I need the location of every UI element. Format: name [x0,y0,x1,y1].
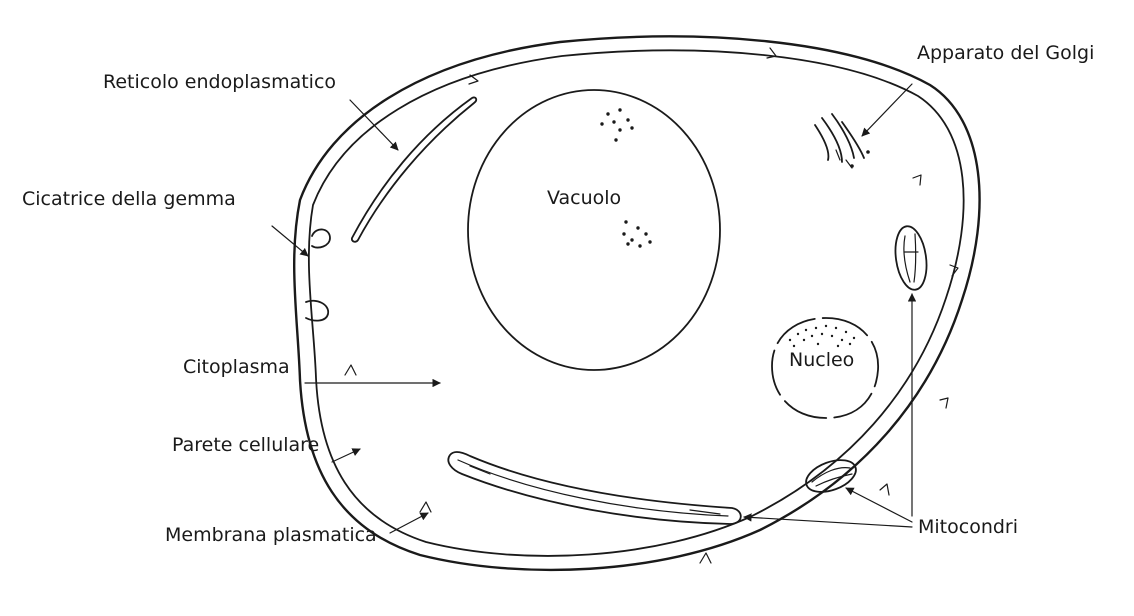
label-citoplasma: Citoplasma [183,356,290,378]
mitochondrion-small [805,459,857,493]
label-apparato-del-golgi: Apparato del Golgi [917,42,1094,64]
golgi-apparatus [814,113,870,169]
mitocondri-pointer-small [845,487,913,523]
golgi-pointer [861,83,913,137]
nucleolus-stipple [788,324,856,348]
label-cicatrice-della-gemma: Cicatrice della gemma [22,188,236,210]
membrana-pointer [389,512,429,534]
wall-notch [699,552,712,564]
parete-pointer [331,448,361,463]
wall-notch [766,47,777,59]
label-membrana-plasmatica: Membrana plasmatica [165,524,377,546]
wall-notch [949,264,959,277]
wall-notch [468,74,479,85]
wall-notch [939,397,949,409]
vacuole-granules [600,108,652,248]
wall-notch [419,501,432,513]
nucleus [771,317,879,419]
cell-wall-outer [292,35,981,572]
mitocondri-pointer-large [743,513,913,528]
bud-scar [311,228,331,249]
label-reticolo-endoplasmatico: Reticolo endoplasmatico [103,71,336,93]
label-parete-cellulare: Parete cellulare [172,434,319,456]
bud-scar [305,299,329,322]
label-nucleo: Nucleo [789,349,854,371]
gemma-pointer [271,225,309,257]
wall-notch [879,483,890,496]
vacuole [467,89,721,371]
label-mitocondri: Mitocondri [918,516,1018,538]
mitochondrion-large [447,451,742,525]
mitochondrion-top [894,225,928,291]
label-vacuolo: Vacuolo [547,187,621,209]
wall-notch [912,174,922,186]
wall-notch [344,364,357,376]
cell-membrane [307,49,965,557]
reticolo-pointer [349,99,399,151]
endoplasmic-reticulum [350,96,478,243]
